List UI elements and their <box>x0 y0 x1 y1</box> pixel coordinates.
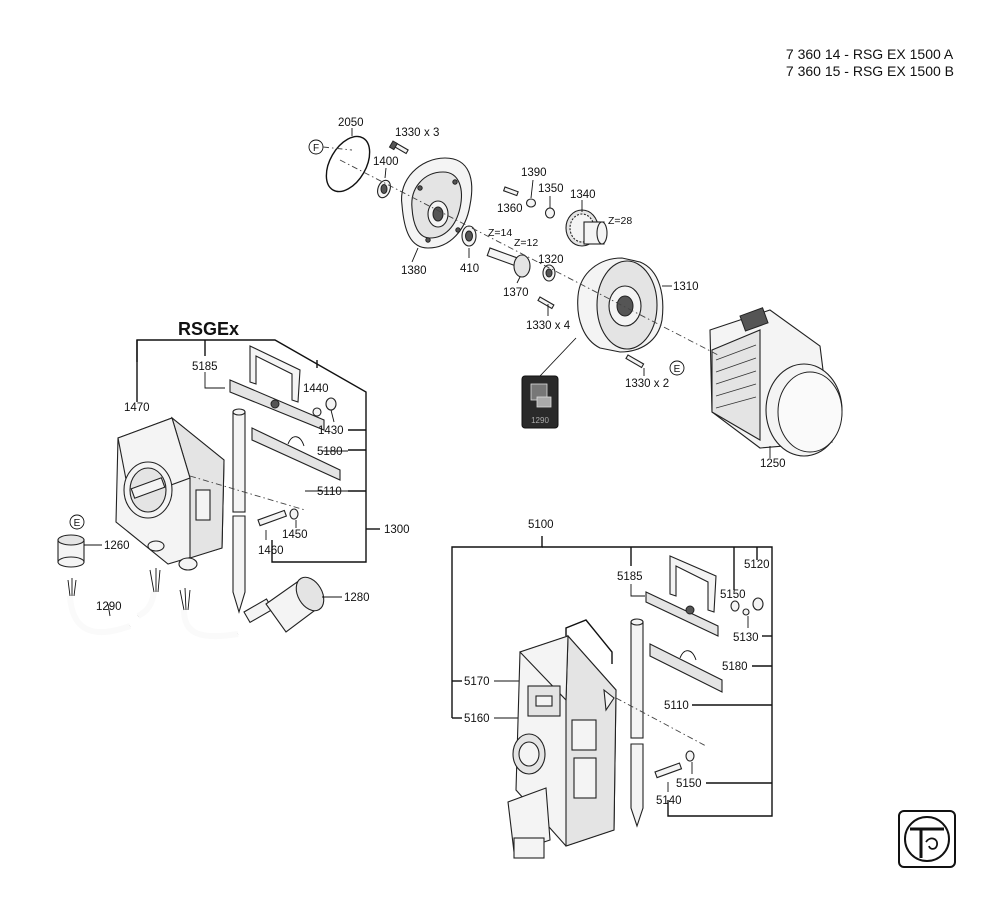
label-1330x4: 1330 x 4 <box>526 320 571 332</box>
washer-1450 <box>289 508 299 520</box>
label-1280: 1280 <box>344 592 370 604</box>
lock-5130 <box>742 608 750 616</box>
ground-stake-5110-lower <box>630 618 644 828</box>
label-1450: 1450 <box>282 529 308 541</box>
label-1250: 1250 <box>760 458 786 470</box>
label-z28: Z=28 <box>608 215 632 227</box>
label-1340: 1340 <box>570 189 596 201</box>
marker-f-label: F <box>313 143 319 154</box>
cables-1290 <box>67 568 239 640</box>
label-1430: 1430 <box>318 425 344 437</box>
motor-1250 <box>709 307 843 458</box>
nut-1430 <box>325 397 337 411</box>
label-z14: Z=14 <box>488 227 512 239</box>
label-1440: 1440 <box>303 383 329 395</box>
washer-5150 <box>730 600 740 612</box>
pinion-shaft-1370 <box>486 247 531 284</box>
clamp-5180-lower <box>649 643 723 693</box>
bracket-5185-lower <box>645 555 719 637</box>
marker-e-motor <box>669 360 685 376</box>
label-5160: 5160 <box>464 713 490 725</box>
screw-5140 <box>654 762 683 779</box>
label-x3: x 3 <box>424 127 439 139</box>
label-1400: 1400 <box>373 156 399 168</box>
label-5110-left: 5110 <box>317 486 342 498</box>
part-labels: 2050 1330 x 3 1400 1380 410 Z=14 Z=12 13… <box>96 117 786 807</box>
ground-stake-5110 <box>232 408 246 614</box>
tool-badge-label: 1290 <box>531 416 549 425</box>
label-1300: 1300 <box>384 524 410 536</box>
label-1330x3: 1330 <box>395 127 421 139</box>
enclosure-1470 <box>115 416 225 571</box>
clamp-5180 <box>251 427 341 481</box>
label-5150-upper: 5150 <box>720 589 746 601</box>
label-5185-left: 5185 <box>192 361 218 373</box>
switch-box-group: E <box>57 339 380 640</box>
label-5110-lower: 5110 <box>664 700 689 712</box>
cable-gland-1260 <box>57 534 102 568</box>
label-5180-lower: 5180 <box>722 661 748 673</box>
marker-e-box-label: E <box>74 518 81 529</box>
label-1260: 1260 <box>104 540 130 552</box>
gear-housing-1310 <box>577 257 672 353</box>
o-ring-2050 <box>325 135 371 193</box>
socket-box-group <box>451 536 773 859</box>
model-line-b: 7 360 15 - RSG EX 1500 B <box>785 63 954 79</box>
label-5140: 5140 <box>656 795 682 807</box>
label-1310: 1310 <box>673 281 699 293</box>
document-header: 7 360 14 - RSG EX 1500 A 7 360 15 - RSG … <box>786 46 954 80</box>
label-410: 410 <box>460 263 479 275</box>
screw-1360 <box>502 186 519 197</box>
label-5150-lower: 5150 <box>676 778 702 790</box>
washer-1440 <box>312 407 322 417</box>
label-1320: 1320 <box>538 254 564 266</box>
nut-5120 <box>752 597 764 611</box>
model-line-a: 7 360 14 - RSG EX 1500 A <box>785 46 954 62</box>
marker-e-box <box>69 514 85 530</box>
washer-5150-lower <box>685 750 695 762</box>
socket-enclosure-5170 <box>507 619 617 859</box>
label-1350: 1350 <box>538 183 564 195</box>
label-1390: 1390 <box>521 167 547 179</box>
label-z12: Z=12 <box>514 237 538 249</box>
plug-1280 <box>243 576 342 633</box>
tool-badge: 1290 <box>521 337 577 429</box>
label-5130: 5130 <box>733 632 759 644</box>
label-1380: 1380 <box>401 265 427 277</box>
section-title: RSGEx <box>178 319 239 339</box>
gear-1340 <box>565 200 608 247</box>
label-5120: 5120 <box>744 559 770 571</box>
label-5170: 5170 <box>464 676 490 688</box>
gear-flange-1380 <box>401 157 473 263</box>
screw-1330-x3 <box>388 140 409 155</box>
label-1470: 1470 <box>124 402 150 414</box>
label-5185-lower: 5185 <box>617 571 643 583</box>
screw-1330-x4 <box>537 296 555 310</box>
label-1360: 1360 <box>497 203 523 215</box>
washer-1390 <box>525 198 537 208</box>
fein-logo-icon <box>898 810 956 868</box>
screw-1330-x2 <box>625 354 645 369</box>
gear-assembly: F <box>308 128 843 458</box>
label-2050: 2050 <box>338 117 364 129</box>
label-1330x2: 1330 x 2 <box>625 378 669 390</box>
label-5180-left: 5180 <box>317 446 343 458</box>
label-1370: 1370 <box>503 287 529 299</box>
label-5100: 5100 <box>528 519 554 531</box>
label-1460: 1460 <box>258 545 284 557</box>
screw-1460 <box>257 509 288 527</box>
washer-1350 <box>544 207 556 219</box>
marker-e-motor-label: E <box>674 364 681 375</box>
bracket-5185 <box>229 345 325 431</box>
label-1290: 1290 <box>96 601 122 613</box>
